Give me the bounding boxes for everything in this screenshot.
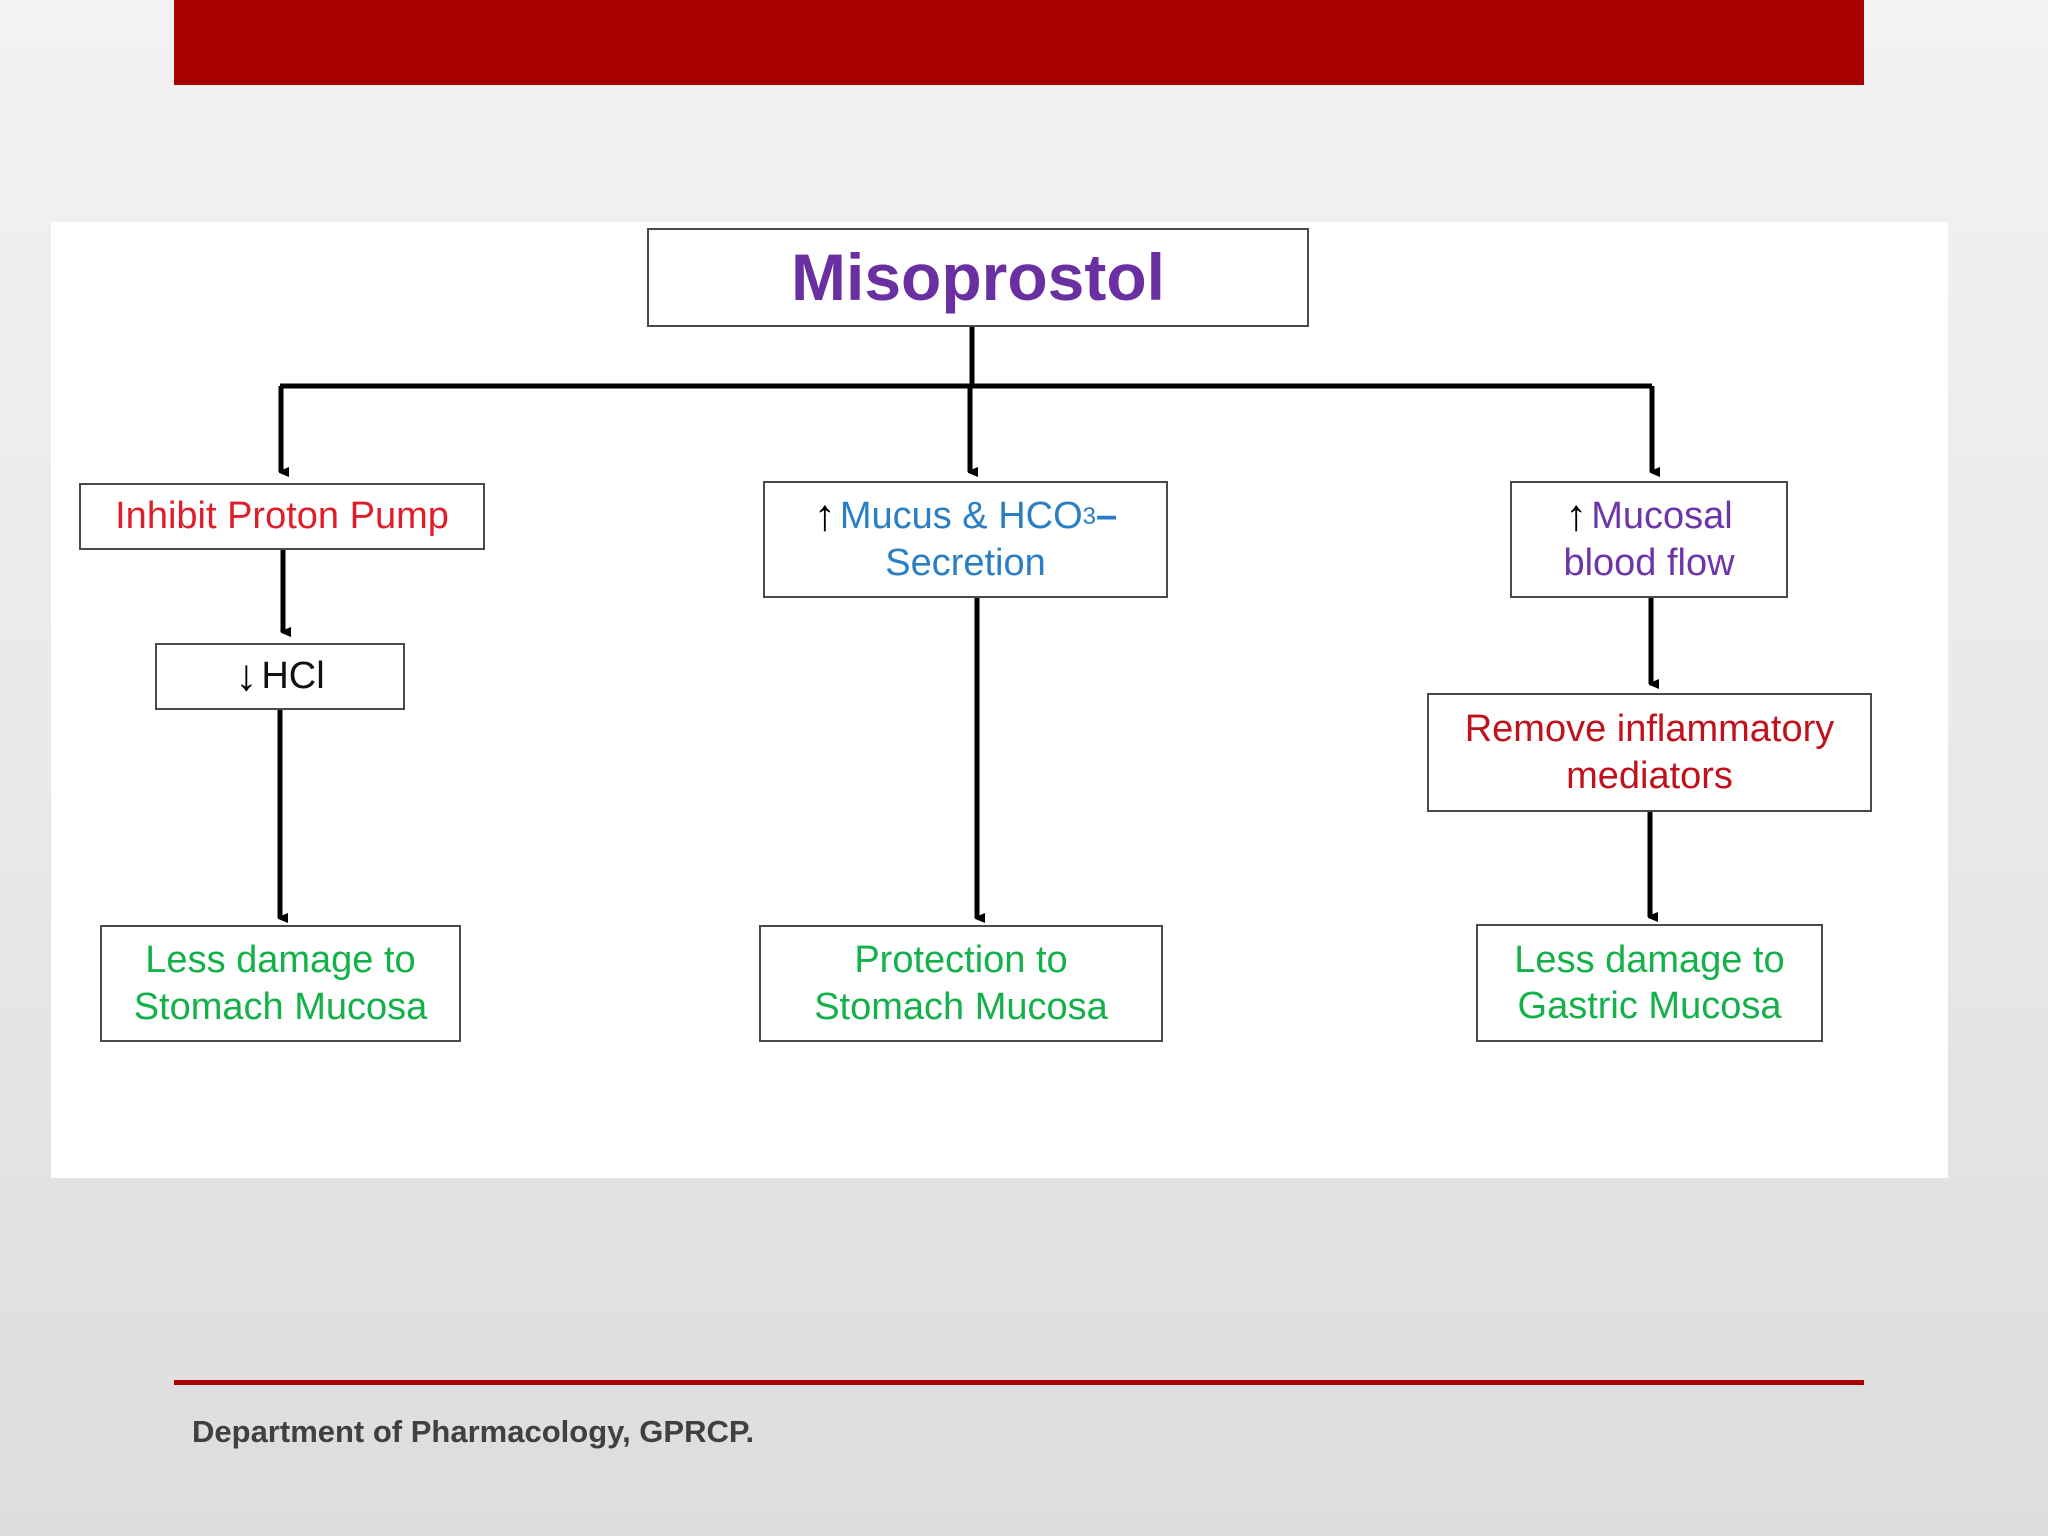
top-banner-bar [174,0,1864,85]
misoprostol-title: Misoprostol [791,240,1165,315]
footer-department: Department of Pharmacology, GPRCP. [192,1414,755,1449]
secretion-label: Secretion [885,541,1046,584]
protection-label: Protection to [854,939,1068,982]
protection-stomach-node: Protection to Stomach Mucosa [759,925,1163,1042]
up-arrow-icon: ↑ [1565,491,1588,541]
gastric-mucosa-label: Gastric Mucosa [1517,985,1782,1027]
stomach-mucosa-label: Stomach Mucosa [133,985,428,1028]
inhibit-proton-pump-label: Inhibit Proton Pump [115,495,449,538]
mediators-label: mediators [1566,754,1733,797]
mucosal-blood-flow-node: ↑ Mucosal blood flow [1510,481,1788,598]
stomach-mucosa-label: Stomach Mucosa [814,985,1108,1028]
less-damage-gastric-node: Less damage to Gastric Mucosa [1476,924,1823,1042]
inhibit-proton-pump-node: Inhibit Proton Pump [79,483,485,550]
down-arrow-icon: ↓ [235,651,258,701]
footer-divider [174,1380,1864,1385]
remove-inflammatory-label: Remove inflammatory [1464,708,1835,751]
hcl-label: HCl [261,655,325,698]
hco3-subscript: 3 [1082,502,1097,530]
hcl-node: ↓ HCl [155,643,405,710]
blood-flow-label: blood flow [1563,541,1735,584]
mucus-hco3-label: Mucus & HCO [839,495,1083,538]
less-damage-label: Less damage to [145,939,416,982]
less-damage-label: Less damage to [1514,938,1785,981]
hco3-minus: – [1096,495,1118,538]
remove-mediators-node: Remove inflammatory mediators [1427,693,1872,812]
mucosal-label: Mucosal [1591,495,1733,538]
less-damage-stomach-node: Less damage to Stomach Mucosa [100,925,461,1042]
misoprostol-node: Misoprostol [647,228,1309,327]
up-arrow-icon: ↑ [813,491,836,541]
